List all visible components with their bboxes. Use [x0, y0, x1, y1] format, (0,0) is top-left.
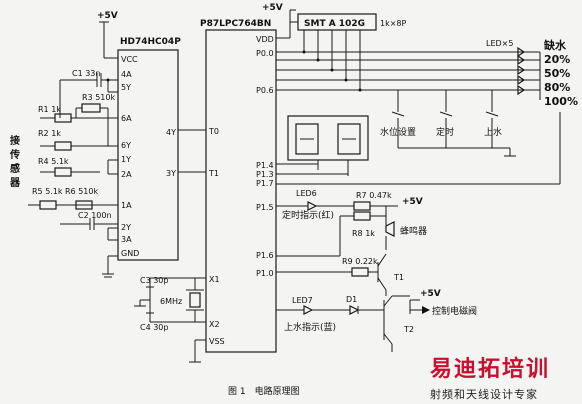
sensor-label-3: 感	[10, 162, 20, 175]
pin-t1: T1	[208, 169, 219, 178]
button-label-fill: 上水	[484, 126, 502, 138]
pin-5y: 5Y	[121, 83, 131, 92]
pin-p06: P0.6	[256, 86, 274, 95]
led-array	[517, 46, 526, 96]
led7-label: LED7	[292, 296, 313, 305]
t1-label: T1	[393, 273, 404, 282]
pin-1y: 1Y	[121, 155, 131, 164]
pin-p13: P1.3	[256, 170, 274, 179]
r6-label: R6 510k	[65, 187, 98, 196]
level-label-20: 20%	[544, 53, 570, 66]
level-label-50: 50%	[544, 67, 570, 80]
pin-2a: 2A	[121, 170, 132, 179]
pin-t0: T0	[208, 127, 219, 136]
supply-label-left: +5V	[97, 11, 118, 21]
r9-label: R9 0.22k	[342, 257, 378, 266]
r3-label: R3 510k	[82, 93, 115, 102]
inverter-chip-label: HD74HC04P	[120, 37, 181, 47]
buzzer-label: 蜂鸣器	[400, 225, 427, 237]
supply-label-top: +5V	[262, 3, 283, 13]
mcu-chip-body	[205, 29, 277, 353]
inverter-chip-body	[117, 49, 179, 261]
pin-3a: 3A	[121, 235, 132, 244]
pin-3y: 3Y	[166, 169, 176, 178]
r7-label: R7 0.47k	[356, 191, 392, 200]
r2-label: R2 1k	[38, 129, 61, 138]
pin-1a: 1A	[121, 201, 132, 210]
watermark-tagline: 射频和天线设计专家	[430, 387, 538, 401]
watermark-brand: 易迪拓培训	[430, 356, 550, 382]
pin-6y: 6Y	[121, 141, 131, 150]
sensor-label-4: 器	[9, 177, 21, 189]
pin-4y: 4Y	[166, 128, 176, 137]
fill-indicator-label: 上水指示(蓝)	[284, 321, 336, 333]
pin-p00: P0.0	[256, 49, 274, 58]
r4-label: R4 5.1k	[38, 157, 69, 166]
supply-label-r7: +5V	[402, 197, 423, 207]
c4-label: C4 30p	[140, 323, 168, 332]
r8-label: R8 1k	[352, 229, 375, 238]
digit-2	[337, 123, 361, 155]
sensor-label-2: 传	[9, 148, 20, 161]
pin-p17: P1.7	[256, 179, 274, 188]
led6-label: LED6	[296, 189, 317, 198]
c3-label: C3 30p	[140, 276, 168, 285]
pin-p15: P1.5	[256, 203, 274, 212]
leds-label: LED×5	[486, 39, 513, 48]
level-label-empty: 缺水	[543, 38, 567, 52]
pin-p14: P1.4	[256, 161, 274, 170]
pin-vdd: VDD	[256, 35, 274, 44]
pin-4a: 4A	[121, 70, 132, 79]
t2-label: T2	[403, 325, 414, 334]
pin-gnd: GND	[121, 249, 139, 258]
buzzer-symbol	[385, 221, 395, 237]
timer-indicator-label: 定时指示(红)	[282, 209, 334, 221]
sensor-label-1: 接	[10, 134, 20, 147]
digit-1	[295, 123, 319, 155]
pin-p10: P1.0	[256, 269, 274, 278]
button-label-level-set: 水位设置	[380, 126, 416, 138]
crystal-symbol	[189, 292, 201, 308]
mcu-chip-label: P87LPC764BN	[200, 19, 271, 29]
pin-2y: 2Y	[121, 223, 131, 232]
pin-x2: X2	[209, 320, 220, 329]
valve-label: 控制电磁阀	[432, 305, 477, 317]
level-label-80: 80%	[544, 81, 570, 94]
button-label-timer: 定时	[436, 126, 454, 138]
pin-vcc: VCC	[121, 55, 138, 64]
level-label-100: 100%	[544, 95, 578, 108]
resistor-array-label: SMT A 102G	[304, 19, 365, 29]
pin-x1: X1	[209, 275, 220, 284]
d1-label: D1	[346, 295, 357, 304]
seven-segment-display	[287, 115, 369, 161]
supply-label-t2: +5V	[420, 289, 441, 299]
c2-label: C2 100n	[78, 211, 112, 220]
pin-6a: 6A	[121, 114, 132, 123]
crystal-label: 6MHz	[160, 297, 182, 306]
pin-p16: P1.6	[256, 251, 274, 260]
r5-label: R5 5.1k	[32, 187, 63, 196]
r1-label: R1 1k	[38, 105, 61, 114]
pin-vss: VSS	[209, 337, 225, 346]
resistor-array-note: 1k×8P	[380, 19, 407, 28]
figure-caption: 图 1 电路原理图	[228, 385, 300, 397]
c1-label: C1 33n	[72, 69, 100, 78]
